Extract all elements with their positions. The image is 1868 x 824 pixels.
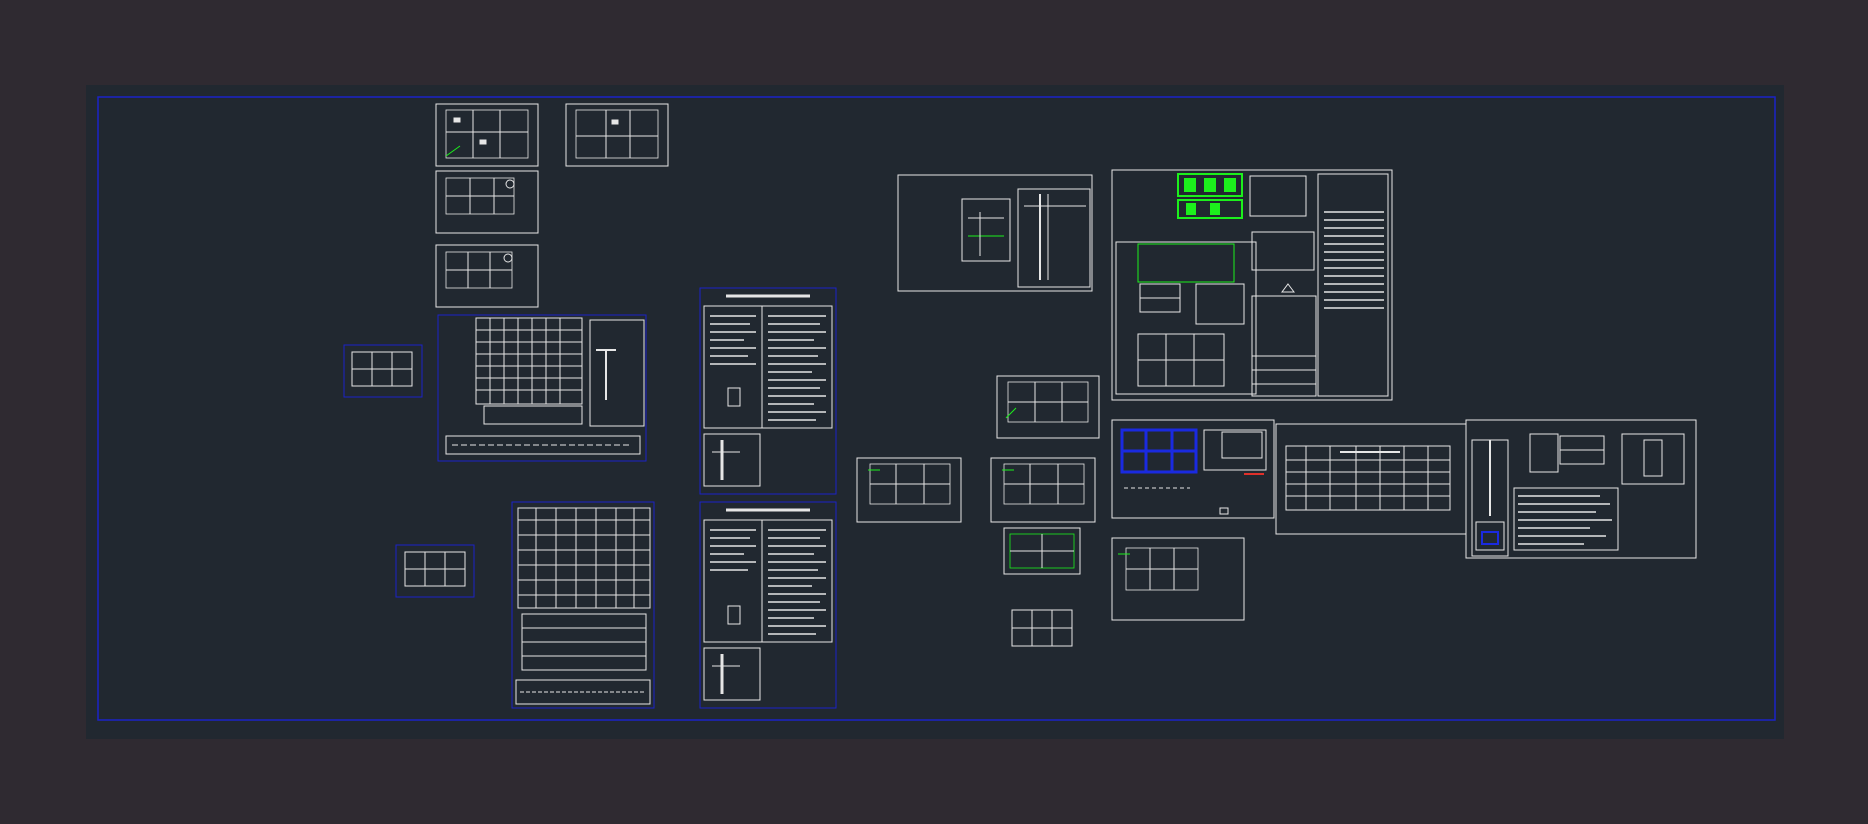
- sheet-plan-c2[interactable]: [856, 457, 962, 523]
- sheet-schedule-table-2[interactable]: [511, 501, 655, 709]
- sheet-plan-c5[interactable]: [1011, 609, 1073, 647]
- sheet-general-notes-1[interactable]: [699, 287, 837, 495]
- sheet-section-detail[interactable]: [897, 174, 1093, 292]
- sheet-electrical-plan[interactable]: [1111, 419, 1275, 519]
- sheet-floor-plan-a1[interactable]: [435, 103, 539, 167]
- sheet-general-notes-2[interactable]: [699, 501, 837, 709]
- sheet-schedule-table-3[interactable]: [1275, 423, 1467, 535]
- drawing-border: [97, 96, 1776, 721]
- model-space-viewport[interactable]: [86, 85, 1784, 739]
- sheet-floor-plan-a3[interactable]: [435, 170, 539, 234]
- sheet-plan-c3[interactable]: [990, 457, 1096, 523]
- sheet-plan-c4[interactable]: [1003, 527, 1081, 575]
- sheet-plan-c6[interactable]: [1111, 537, 1245, 621]
- sheet-plan-c1[interactable]: [996, 375, 1100, 439]
- sheet-schedule-table-1[interactable]: [437, 314, 647, 462]
- sheet-small-plan-b1[interactable]: [343, 344, 423, 398]
- sheet-floor-plan-a2[interactable]: [565, 103, 669, 167]
- sheet-elevations-titleblock[interactable]: [1111, 169, 1393, 401]
- sheet-small-plan-b2[interactable]: [395, 544, 475, 598]
- sheet-floor-plan-a4[interactable]: [435, 244, 539, 308]
- sheet-structural-details[interactable]: [1465, 419, 1697, 559]
